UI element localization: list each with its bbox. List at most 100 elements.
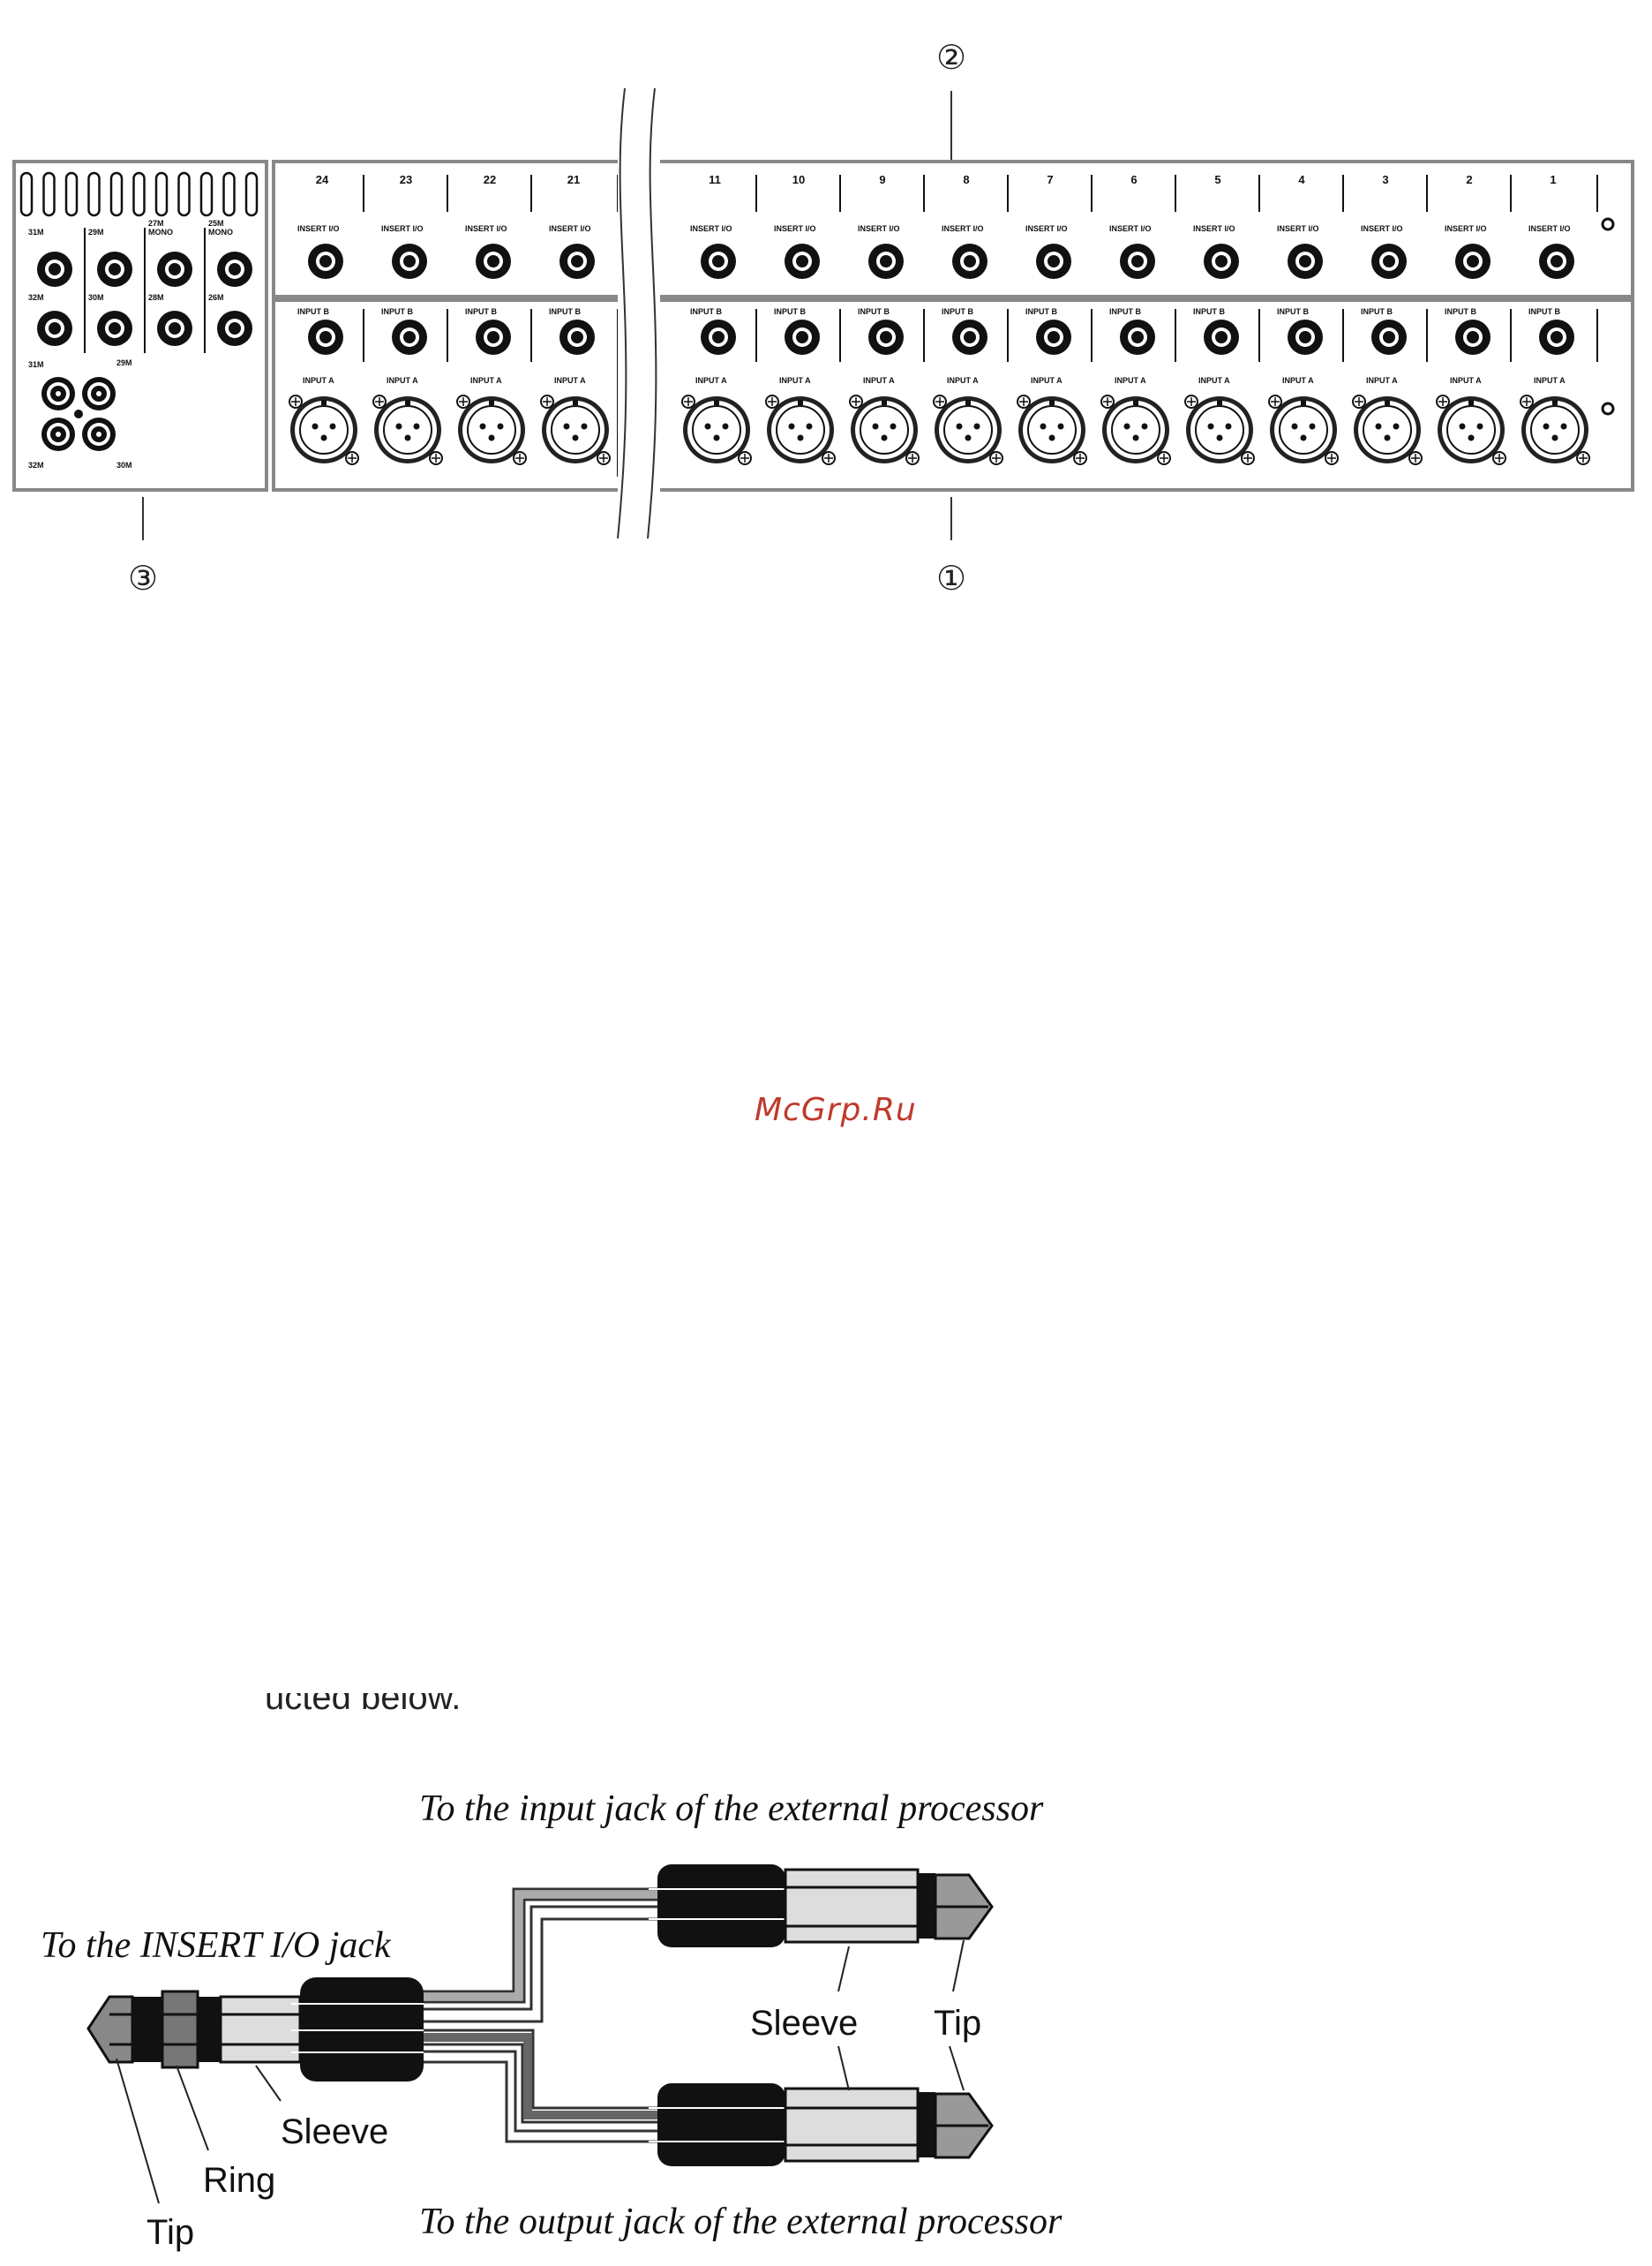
callout-input-jacks: ① xyxy=(936,559,966,598)
rca-jack-3 xyxy=(82,418,116,451)
channel-number: 7 xyxy=(1047,173,1053,186)
input-a-label: INPUT A xyxy=(1282,376,1314,385)
insert-io-jack-23 xyxy=(392,244,427,279)
aux-label: 32M xyxy=(28,293,44,302)
vent-slot xyxy=(87,171,101,217)
input-a-label: INPUT A xyxy=(470,376,502,385)
channel-number: 8 xyxy=(963,173,969,186)
channel-number: 24 xyxy=(316,173,329,186)
input-a-label: INPUT A xyxy=(303,376,334,385)
channel-number: 6 xyxy=(1130,173,1137,186)
insert-io-jack-1 xyxy=(1539,244,1574,279)
channel-number: 10 xyxy=(792,173,805,186)
caption-insert-jack: To the INSERT I/O jack xyxy=(41,1925,392,1966)
vent-slot xyxy=(154,171,169,217)
aux-jack-mid-3 xyxy=(217,311,252,346)
insert-io-jack-21 xyxy=(559,244,595,279)
insert-io-label: INSERT I/O xyxy=(774,224,816,233)
aux-jack-top-1 xyxy=(97,252,132,287)
input-b-jack-8 xyxy=(952,320,987,355)
aux-label: MONO xyxy=(208,228,233,237)
input-b-jack-23 xyxy=(392,320,427,355)
channel-number: 22 xyxy=(484,173,496,186)
input-a-xlr-3 xyxy=(1352,395,1423,465)
aux-jack-top-3 xyxy=(217,252,252,287)
input-a-xlr-4 xyxy=(1268,395,1339,465)
input-a-label: INPUT A xyxy=(695,376,727,385)
vent-slot xyxy=(177,171,191,217)
insert-io-jack-4 xyxy=(1288,244,1323,279)
label-sleeve-left: Sleeve xyxy=(281,2112,388,2151)
input-a-xlr-24 xyxy=(289,395,359,465)
channel-number: 23 xyxy=(400,173,412,186)
insert-io-label: INSERT I/O xyxy=(1277,224,1319,233)
channel-number: 3 xyxy=(1382,173,1388,186)
aux-label: 29M xyxy=(88,228,104,237)
input-b-jack-24 xyxy=(308,320,343,355)
caption-input-jack: To the input jack of the external proces… xyxy=(419,1788,1044,1829)
aux-jack-mid-0 xyxy=(37,311,72,346)
input-a-label: INPUT A xyxy=(554,376,586,385)
trs-plug-insert xyxy=(86,1977,424,2082)
aux-jack-top-0 xyxy=(37,252,72,287)
vent-slot xyxy=(199,171,214,217)
input-a-label: INPUT A xyxy=(1031,376,1063,385)
insert-io-label: INSERT I/O xyxy=(1361,224,1403,233)
channel-number: 9 xyxy=(879,173,885,186)
aux-jack-mid-1 xyxy=(97,311,132,346)
input-b-label: INPUT B xyxy=(1528,307,1561,316)
input-b-jack-10 xyxy=(785,320,820,355)
insert-io-label: INSERT I/O xyxy=(465,224,507,233)
channel-number: 4 xyxy=(1298,173,1305,186)
input-a-label: INPUT A xyxy=(1115,376,1146,385)
input-b-label: INPUT B xyxy=(465,307,498,316)
input-a-xlr-5 xyxy=(1184,395,1255,465)
callout-aux-block: ③ xyxy=(128,559,158,598)
label-sleeve-right: Sleeve xyxy=(750,2004,858,2043)
insert-io-label: INSERT I/O xyxy=(297,224,340,233)
callout-insert-io: ② xyxy=(936,38,966,77)
aux-label: 28M xyxy=(148,293,164,302)
input-b-jack-5 xyxy=(1204,320,1239,355)
vent-slot xyxy=(132,171,146,217)
input-b-label: INPUT B xyxy=(858,307,890,316)
leader-lines xyxy=(116,1939,965,2204)
aux-jack-top-2 xyxy=(157,252,192,287)
input-b-label: INPUT B xyxy=(774,307,807,316)
input-a-xlr-1 xyxy=(1520,395,1590,465)
input-a-label: INPUT A xyxy=(779,376,811,385)
insert-io-label: INSERT I/O xyxy=(1109,224,1152,233)
vent-slot xyxy=(42,171,56,217)
insert-io-jack-6 xyxy=(1120,244,1155,279)
aux-label: 32M xyxy=(28,461,44,470)
insert-io-label: INSERT I/O xyxy=(858,224,900,233)
insert-io-label: INSERT I/O xyxy=(1445,224,1487,233)
label-tip-right: Tip xyxy=(934,2004,981,2043)
label-ring-left: Ring xyxy=(203,2161,275,2200)
aux-jack-mid-2 xyxy=(157,311,192,346)
input-a-xlr-6 xyxy=(1100,395,1171,465)
vent-slot xyxy=(64,171,79,217)
aux-label: 29M xyxy=(116,358,132,367)
screw-top xyxy=(1601,217,1615,231)
input-a-xlr-8 xyxy=(933,395,1003,465)
input-b-label: INPUT B xyxy=(1277,307,1310,316)
input-b-label: INPUT B xyxy=(942,307,974,316)
input-b-jack-11 xyxy=(701,320,736,355)
aux-label: 30M xyxy=(88,293,104,302)
input-b-label: INPUT B xyxy=(381,307,414,316)
input-a-xlr-21 xyxy=(540,395,611,465)
input-b-jack-3 xyxy=(1371,320,1407,355)
rca-jack-1 xyxy=(82,377,116,410)
